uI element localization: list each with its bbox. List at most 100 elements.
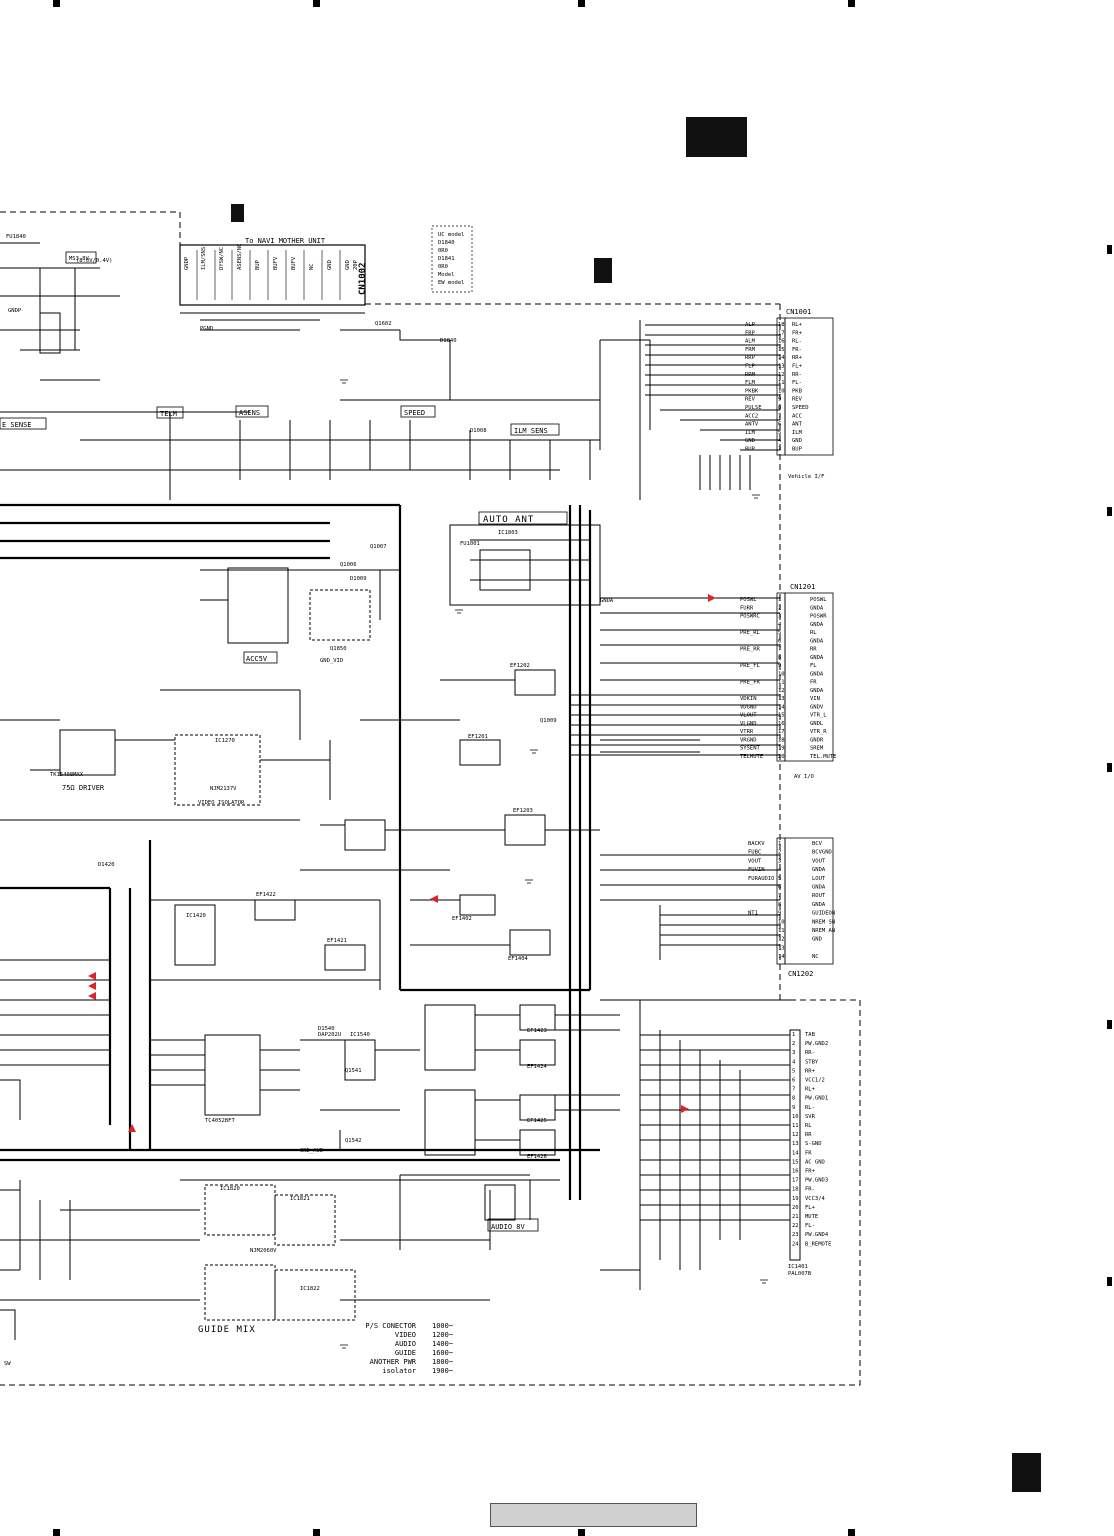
cn1201-pin-number: 14 xyxy=(778,704,785,710)
ic-label: NJM2060V xyxy=(250,1248,277,1254)
ilm-sens-box-label: ILM SENS xyxy=(514,427,548,435)
ic-label: TK15408MXX xyxy=(50,772,84,778)
cn1201-net-label: VLGND xyxy=(740,721,757,727)
sense-box-label: E SENSE xyxy=(2,421,32,429)
cn1001-pin-name: ANT xyxy=(792,422,803,428)
cn1001-net-labels: ALPFRPALMFRMRRPFLPRRMFLMPKBKREVPULSEACC2… xyxy=(745,322,762,453)
cn1201-pin-name: SREM xyxy=(810,746,824,752)
cn1001-net-label: PULSE xyxy=(745,405,762,411)
misc-label: SW xyxy=(4,1361,11,1367)
cn1202-pin-number: 6 xyxy=(778,885,781,891)
ef-label: EF1425 xyxy=(527,1118,547,1124)
side-mark-3 xyxy=(1107,763,1112,772)
top-connector-title: To NAVI MOTHER UNIT xyxy=(245,237,326,245)
cn1201-pin-name: GNDA xyxy=(810,622,824,628)
ic1401-pin-number: 10 xyxy=(792,1114,799,1120)
side-mark-2 xyxy=(1107,507,1112,516)
cn1201-net-label: PRE_RL xyxy=(740,630,761,636)
uc-note-line: EW model xyxy=(438,280,465,286)
cn1202-pin-number: 9 xyxy=(778,911,781,917)
cn1201-net-label: FURR xyxy=(740,605,754,611)
cn1202-pin-number: 7 xyxy=(778,893,781,899)
registration-mark-bottom-3 xyxy=(578,1529,585,1536)
misc-label: GND_AUD xyxy=(300,1148,323,1154)
cn1201-net-label: TELMUTE xyxy=(740,754,763,760)
cn1202-pin-number: 3 xyxy=(778,858,781,864)
cn1201-pin-number: 13 xyxy=(778,696,785,702)
range-table-label: P/S CONECTOR xyxy=(365,1322,416,1330)
cn1201-net-label: PRE_RR xyxy=(740,647,761,653)
cn1201-net-label: VRGND xyxy=(740,737,757,743)
cn1201-pin-name: FL xyxy=(810,663,817,669)
top-connector-pin-label: BUFV xyxy=(291,256,297,270)
cn1001-pin-name: REV xyxy=(792,397,803,403)
uc-note-line: 0R0 xyxy=(438,248,448,254)
registration-mark-top-4 xyxy=(848,0,855,7)
cn1201-net-label: POSWL xyxy=(740,597,757,603)
cn1202-pin-number: 4 xyxy=(778,867,782,873)
misc-label: Q1602 xyxy=(375,321,392,327)
ic1401-pin-name: TAB xyxy=(805,1032,816,1038)
misc-label: Q1009 xyxy=(540,718,557,724)
top-connector-pin-label: BUP xyxy=(255,259,261,270)
asens-box-label: ASENS xyxy=(239,409,260,417)
cn1202-pin-name: GNDA xyxy=(812,902,826,908)
ic1401-pin-number: 7 xyxy=(792,1087,795,1093)
cn1001-pin-name: GND xyxy=(792,438,802,444)
cn1202-pin-number: 10 xyxy=(778,919,785,925)
cn1202-pin-name: NREM AN xyxy=(812,928,835,934)
cn1202-pin-number: 2 xyxy=(778,850,781,856)
cn1201-pin-name: FR xyxy=(810,680,817,686)
range-table-label: GUIDE xyxy=(395,1349,416,1357)
ic-label: D1540 xyxy=(318,1026,335,1032)
ic1401-pin-name: STBY xyxy=(805,1059,819,1065)
cn1201-pin-name: RL xyxy=(810,630,817,636)
range-table-value: 1400~ xyxy=(432,1340,453,1348)
ic1401-pin-number: 22 xyxy=(792,1223,799,1229)
ic1401-pin-number: 17 xyxy=(792,1178,799,1184)
cn1001-net-label: RRM xyxy=(745,372,756,378)
ef-label: EF1424 xyxy=(527,1064,548,1070)
video-isolator-label: VIDEO ISOLATOR xyxy=(198,800,245,806)
cn1201-pin-name: GNDA xyxy=(810,688,824,694)
uc-note-line: Model xyxy=(438,272,455,278)
ic1401-pin-name: FL+ xyxy=(805,1205,816,1211)
cn1001-pin-number: 8 xyxy=(778,405,781,411)
ic1401-part: PAL007B xyxy=(788,1271,812,1277)
section-marker-a xyxy=(231,204,244,222)
cn1201-pin-name: POSWR xyxy=(810,614,827,620)
top-connector-pin-label: GND xyxy=(345,260,351,270)
cn1202-pin-name: VOUT xyxy=(812,858,826,864)
range-table-value: 1000~ xyxy=(432,1322,453,1330)
ic1401-pin-number: 3 xyxy=(792,1050,795,1056)
cn1201-pin-name: RR xyxy=(810,647,817,653)
cn1001-net-label: FRP xyxy=(745,330,756,336)
cn1001-pin-number: 14 xyxy=(778,355,785,361)
range-table-label: ANOTHER PWR xyxy=(370,1358,417,1366)
power-tag: MS3 8V xyxy=(69,256,90,262)
top-connector-pin-label: ILM/SNS xyxy=(201,247,207,270)
cn1001-pin-name: FR+ xyxy=(792,330,803,336)
cn1201-net-label: VTRR xyxy=(740,729,754,735)
ic1401-pin-number: 5 xyxy=(792,1068,795,1074)
cn1001-pin-number: 12 xyxy=(778,372,785,378)
ic1401-pin-number: 9 xyxy=(792,1105,795,1111)
section-marker-b xyxy=(594,258,612,283)
cn1201-pin-number: 15 xyxy=(778,713,785,719)
cn1001-pin-number: 9 xyxy=(778,397,781,403)
cn1001-net-label: FRM xyxy=(745,347,756,353)
cn1001-net-label: ALP xyxy=(745,322,756,328)
cn1001-pin-name: FL+ xyxy=(792,364,803,370)
cn1201-pin-name: VIN xyxy=(810,696,820,702)
misc-label: GNDP xyxy=(8,308,22,314)
ic1401-pin-name: PW.GND2 xyxy=(805,1041,828,1047)
cn1001-pin-name: FL- xyxy=(792,380,802,386)
cn1001-pin-name: FR- xyxy=(792,347,802,353)
ic-label: IC1820 xyxy=(220,1186,240,1192)
cn1202-pin-name: BCV xyxy=(812,841,823,847)
cn1202-net-label: VOUT xyxy=(748,858,762,864)
cn1201-pin-number: 19 xyxy=(778,746,785,752)
cn1201-pin-number: 3 xyxy=(778,614,781,620)
